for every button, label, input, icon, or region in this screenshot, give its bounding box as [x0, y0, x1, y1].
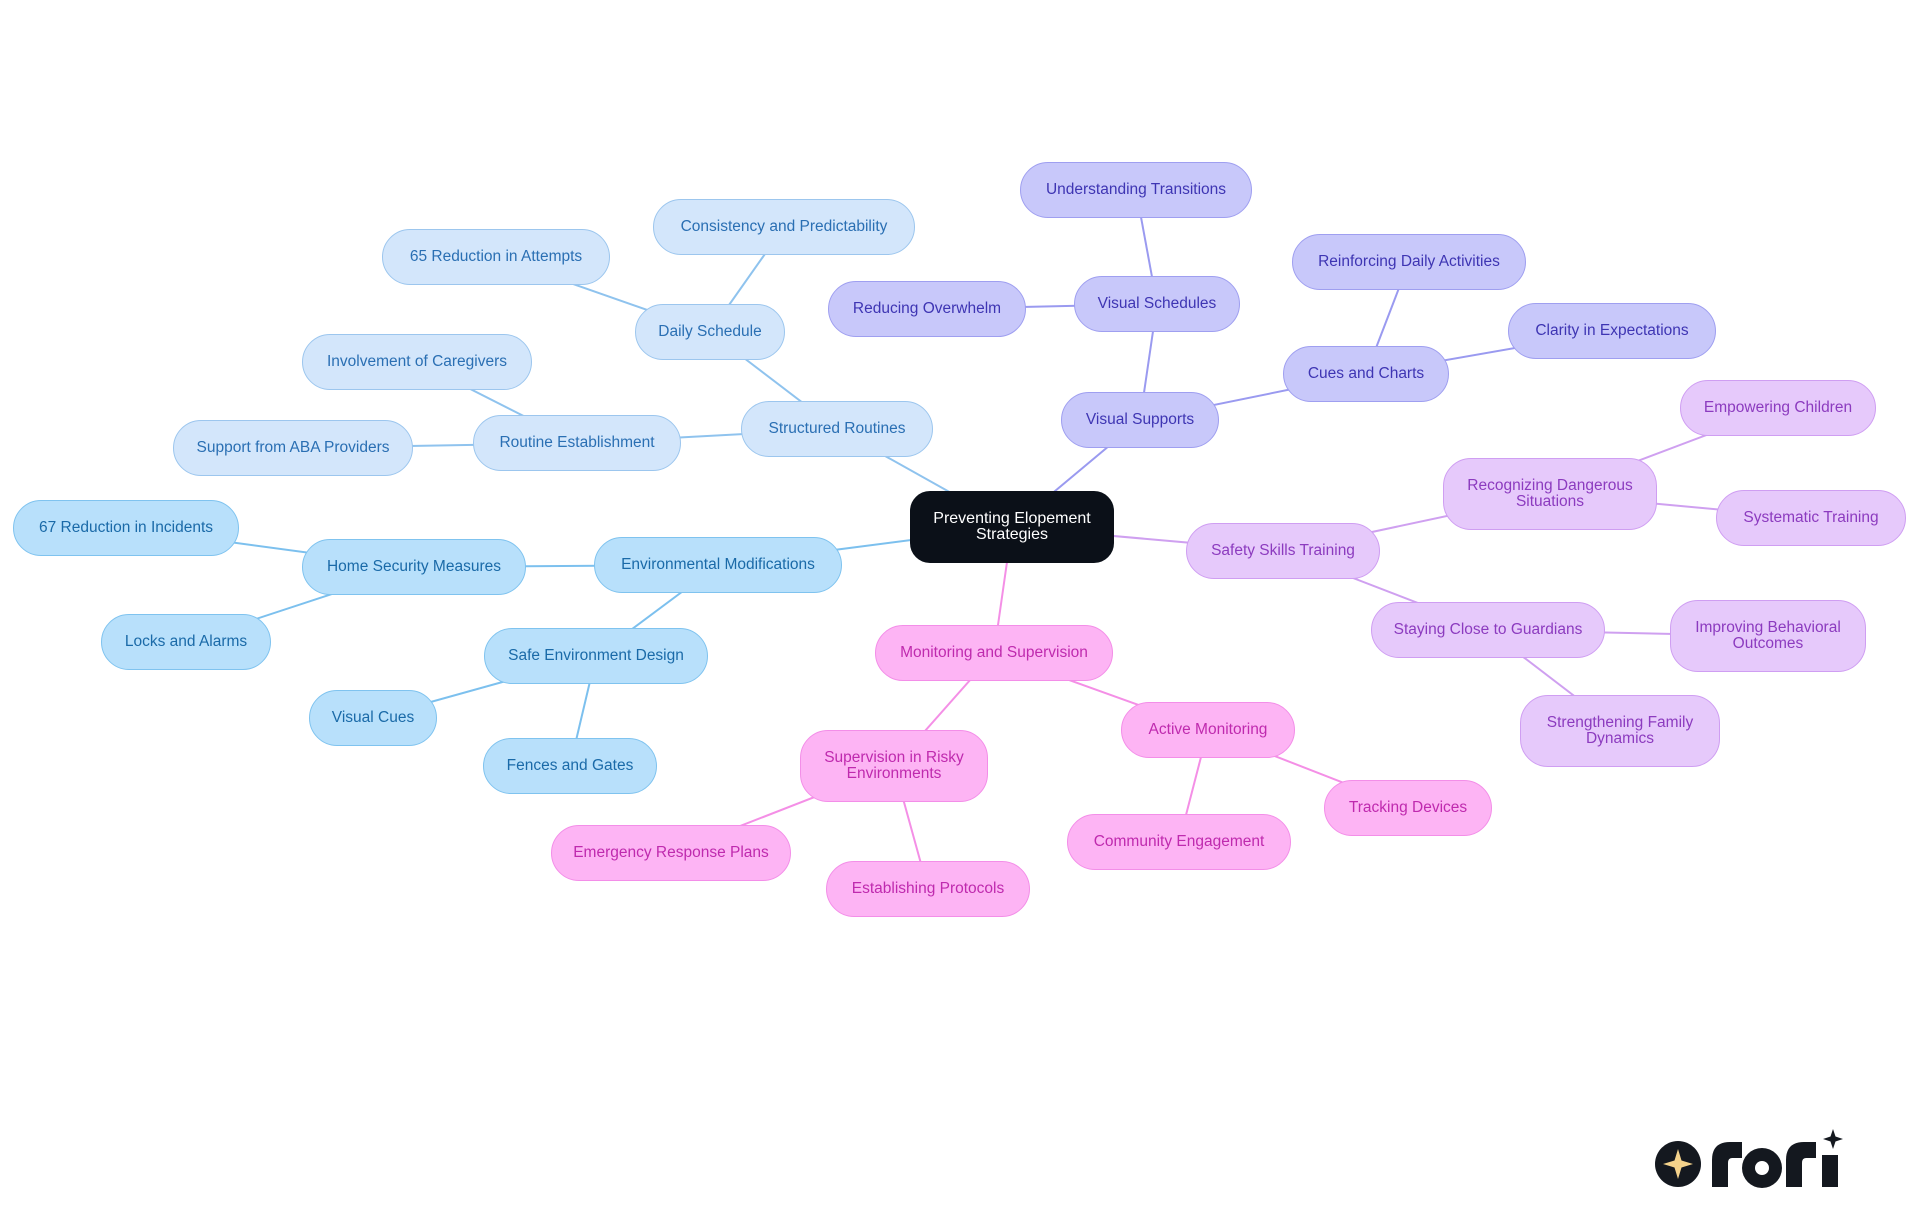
node-label: Staying Close to Guardians	[1393, 621, 1583, 638]
node-reduction65[interactable]: 65 Reduction in Attempts	[382, 229, 610, 285]
node-label: Visual Schedules	[1097, 295, 1217, 312]
node-label: Daily Schedule	[658, 323, 762, 340]
node-safety[interactable]: Safety Skills Training	[1186, 523, 1380, 579]
node-staying[interactable]: Staying Close to Guardians	[1371, 602, 1605, 658]
node-envmod[interactable]: Environmental Modifications	[594, 537, 842, 593]
node-label: Community Engagement	[1093, 833, 1265, 850]
node-label: Tracking Devices	[1348, 799, 1468, 816]
node-label: Consistency and Predictability	[680, 218, 888, 235]
sparkle-icon	[1663, 1149, 1693, 1179]
node-label: Locks and Alarms	[124, 633, 248, 650]
node-transitions[interactable]: Understanding Transitions	[1020, 162, 1252, 218]
node-label: Supervision in Risky Environments	[824, 749, 964, 782]
node-structured[interactable]: Structured Routines	[741, 401, 933, 457]
node-risky[interactable]: Supervision in Risky Environments	[800, 730, 988, 802]
node-family[interactable]: Strengthening Family Dynamics	[1520, 695, 1720, 767]
node-visschedules[interactable]: Visual Schedules	[1074, 276, 1240, 332]
node-label: Home Security Measures	[326, 558, 501, 575]
node-emergency[interactable]: Emergency Response Plans	[551, 825, 791, 881]
node-label: Recognizing Dangerous Situations	[1467, 477, 1633, 510]
node-daily[interactable]: Daily Schedule	[635, 304, 785, 360]
node-community[interactable]: Community Engagement	[1067, 814, 1291, 870]
node-label: Active Monitoring	[1148, 721, 1268, 738]
node-label: Cues and Charts	[1307, 365, 1425, 382]
node-label: Fences and Gates	[506, 757, 634, 774]
node-cues[interactable]: Cues and Charts	[1283, 346, 1449, 402]
node-routine_est[interactable]: Routine Establishment	[473, 415, 681, 471]
node-caregivers[interactable]: Involvement of Caregivers	[302, 334, 532, 390]
node-label: Involvement of Caregivers	[326, 353, 508, 370]
rori-logo	[1655, 1129, 1843, 1188]
node-label: Strengthening Family Dynamics	[1546, 714, 1694, 747]
node-label: Reducing Overwhelm	[852, 300, 1002, 317]
node-label: Improving Behavioral Outcomes	[1695, 619, 1841, 652]
node-reduction67[interactable]: 67 Reduction in Incidents	[13, 500, 239, 556]
node-label: 67 Reduction in Incidents	[38, 519, 214, 536]
node-empowering[interactable]: Empowering Children	[1680, 380, 1876, 436]
node-label: Monitoring and Supervision	[900, 644, 1088, 661]
node-locks[interactable]: Locks and Alarms	[101, 614, 271, 670]
node-label: Emergency Response Plans	[573, 844, 769, 861]
node-improving[interactable]: Improving Behavioral Outcomes	[1670, 600, 1866, 672]
node-label: Routine Establishment	[499, 434, 655, 451]
node-label: Preventing Elopement Strategies	[933, 510, 1091, 543]
node-vissupport[interactable]: Visual Supports	[1061, 392, 1219, 448]
node-reinforcing[interactable]: Reinforcing Daily Activities	[1292, 234, 1526, 290]
node-label: Environmental Modifications	[621, 556, 815, 573]
node-label: Safety Skills Training	[1211, 542, 1355, 559]
node-label: Structured Routines	[768, 420, 906, 437]
node-protocols[interactable]: Establishing Protocols	[826, 861, 1030, 917]
node-label: Establishing Protocols	[851, 880, 1005, 897]
node-active[interactable]: Active Monitoring	[1121, 702, 1295, 758]
node-aba[interactable]: Support from ABA Providers	[173, 420, 413, 476]
node-label: Empowering Children	[1703, 399, 1853, 416]
node-label: Support from ABA Providers	[196, 439, 390, 456]
node-monitoring[interactable]: Monitoring and Supervision	[875, 625, 1113, 681]
node-consistency[interactable]: Consistency and Predictability	[653, 199, 915, 255]
node-label: Understanding Transitions	[1045, 181, 1227, 198]
node-overwhelm[interactable]: Reducing Overwhelm	[828, 281, 1026, 337]
node-label: Visual Supports	[1085, 411, 1195, 428]
brand-logo	[1650, 1125, 1855, 1195]
node-label: Reinforcing Daily Activities	[1318, 253, 1500, 270]
node-recognizing[interactable]: Recognizing Dangerous Situations	[1443, 458, 1657, 530]
node-tracking[interactable]: Tracking Devices	[1324, 780, 1492, 836]
node-clarity[interactable]: Clarity in Expectations	[1508, 303, 1716, 359]
node-label: Systematic Training	[1743, 509, 1879, 526]
node-label: Safe Environment Design	[508, 647, 684, 664]
center-node[interactable]: Preventing Elopement Strategies	[910, 491, 1114, 563]
node-systematic[interactable]: Systematic Training	[1716, 490, 1906, 546]
node-fences[interactable]: Fences and Gates	[483, 738, 657, 794]
node-label: Visual Cues	[331, 709, 415, 726]
node-visualcues[interactable]: Visual Cues	[309, 690, 437, 746]
node-homesec[interactable]: Home Security Measures	[302, 539, 526, 595]
node-label: Clarity in Expectations	[1535, 322, 1689, 339]
node-label: 65 Reduction in Attempts	[409, 248, 583, 265]
node-safeenv[interactable]: Safe Environment Design	[484, 628, 708, 684]
